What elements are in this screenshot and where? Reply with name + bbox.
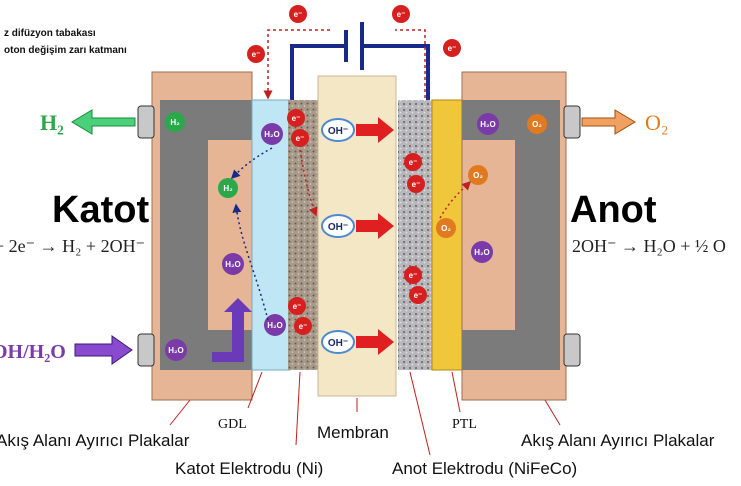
label-cathode-electrode: Katot Elektrodu (Ni) <box>175 459 323 478</box>
svg-text:H₂O: H₂O <box>168 346 184 355</box>
h2-molecule: H₂ <box>218 178 238 198</box>
svg-text:H₂O: H₂O <box>474 248 490 257</box>
leader-lines <box>169 371 561 456</box>
svg-text:H₂: H₂ <box>170 118 180 127</box>
anode-title: Anot <box>570 189 657 231</box>
svg-text:e⁻: e⁻ <box>397 10 406 19</box>
label-ptl: PTL <box>452 417 477 432</box>
h2-molecule: H₂ <box>165 112 185 132</box>
o2-outlet-label: O₂ <box>645 110 669 135</box>
svg-text:H₂O: H₂O <box>480 120 496 129</box>
h2o-molecule: H₂O <box>165 339 187 361</box>
cathode-equation: + 2e⁻ → H₂ + 2OH⁻ <box>0 236 145 256</box>
svg-text:O₂: O₂ <box>441 224 451 233</box>
legend-gdl: z difüzyon tabakası <box>4 28 96 39</box>
svg-text:e⁻: e⁻ <box>299 322 308 331</box>
molecules: H₂ H₂ H₂O H₂O H₂O H₂O H₂O H₂O O₂ O₂ O₂ <box>165 112 547 361</box>
cathode-title: Katot <box>52 189 149 231</box>
label-anode-electrode: Anot Elektrodu (NiFeCo) <box>392 459 577 478</box>
connector-bottom-right <box>563 333 581 367</box>
electrons: e⁻ e⁻ e⁻ e⁻ e⁻ e⁻ e⁻ e⁻ e⁻ e⁻ e⁻ e⁻ <box>230 5 472 335</box>
svg-text:O₂: O₂ <box>532 120 542 129</box>
h2-outlet-label: H₂ <box>40 110 64 135</box>
svg-text:O₂: O₂ <box>473 171 483 180</box>
svg-text:H₂O: H₂O <box>267 321 283 330</box>
svg-text:H₂O: H₂O <box>225 260 241 269</box>
connector-top-right <box>563 105 581 139</box>
external-circuit <box>268 22 430 100</box>
h2o-molecule: H₂O <box>477 113 499 135</box>
label-gdl: GDL <box>218 417 247 432</box>
svg-text:e⁻: e⁻ <box>412 180 421 189</box>
svg-text:e⁻: e⁻ <box>292 114 301 123</box>
svg-text:e⁻: e⁻ <box>448 44 457 53</box>
connector-top-left <box>137 105 155 139</box>
anode-equation: 2OH⁻ → H₂O + ½ O <box>572 236 726 256</box>
svg-text:OH⁻: OH⁻ <box>328 222 348 233</box>
o2-outlet-arrow: O₂ <box>581 109 669 135</box>
svg-text:e⁻: e⁻ <box>296 134 305 143</box>
h2o-molecule: H₂O <box>222 253 244 275</box>
anode-electrode <box>398 100 432 370</box>
koh-inlet-label: OH/H₂O <box>0 341 66 363</box>
svg-text:OH⁻: OH⁻ <box>328 338 348 349</box>
o2-molecule: O₂ <box>468 165 488 185</box>
label-membrane: Membran <box>317 423 389 442</box>
o2-molecule: O₂ <box>436 218 456 238</box>
svg-text:e⁻: e⁻ <box>409 271 418 280</box>
label-left-plates: Akış Alanı Ayırıcı Plakalar <box>0 431 190 450</box>
h2o-molecule: H₂O <box>261 123 283 145</box>
svg-text:H₂: H₂ <box>223 184 233 193</box>
koh-inlet-arrow: OH/H₂O <box>0 335 133 365</box>
hydroxide-transport: OH⁻ OH⁻ OH⁻ <box>321 117 394 355</box>
svg-text:OH⁻: OH⁻ <box>328 126 348 137</box>
svg-text:H₂O: H₂O <box>264 130 280 139</box>
legend-pem: oton değişim zarı katmanı <box>4 45 127 56</box>
svg-text:e⁻: e⁻ <box>294 10 303 19</box>
h2o-molecule: H₂O <box>471 241 493 263</box>
svg-text:e⁻: e⁻ <box>293 302 302 311</box>
label-right-plates: Akış Alanı Ayırıcı Plakalar <box>521 431 715 450</box>
connector-bottom-left <box>137 333 155 367</box>
svg-text:e⁻: e⁻ <box>252 50 261 59</box>
svg-text:e⁻: e⁻ <box>409 158 418 167</box>
o2-molecule: O₂ <box>527 114 547 134</box>
h2-outlet-arrow: H₂ <box>40 109 136 135</box>
h2o-molecule: H₂O <box>264 314 286 336</box>
svg-text:e⁻: e⁻ <box>414 291 423 300</box>
water-flow-arrow <box>212 298 252 362</box>
